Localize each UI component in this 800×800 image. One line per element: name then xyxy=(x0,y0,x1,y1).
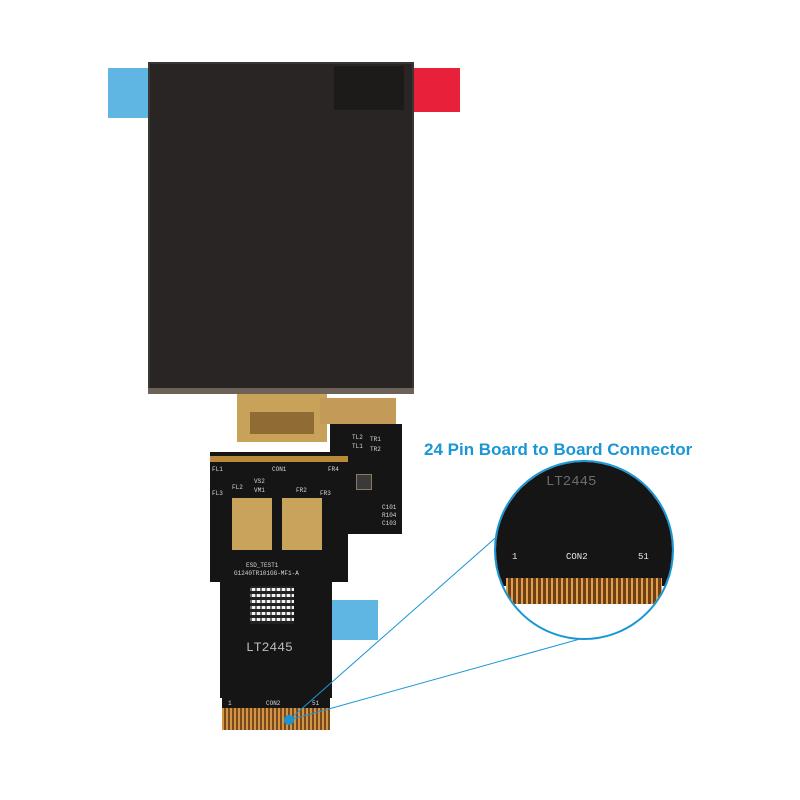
silk-c103: C103 xyxy=(382,520,397,527)
silk-esd-test: ESD_TEST1 xyxy=(246,562,279,569)
connector-highlight-dot xyxy=(284,715,294,725)
zoom-con2: CON2 xyxy=(566,552,588,562)
panel-bottom-edge xyxy=(148,388,414,394)
fpc-gold-edge xyxy=(210,456,348,462)
lcd-display-panel xyxy=(148,62,414,394)
silk-tl2: TL2 xyxy=(352,434,363,441)
silk-tl1: TL1 xyxy=(352,443,363,450)
zoom-connector-rim xyxy=(496,566,672,578)
connector-rim xyxy=(222,698,330,708)
silk-fr3: FR3 xyxy=(320,490,331,497)
silk-fl2: FL2 xyxy=(232,484,243,491)
leader-line-lower xyxy=(288,633,599,721)
silk-vs2: VS2 xyxy=(254,478,265,485)
ic-footprint-right xyxy=(282,498,322,550)
silk-c101: C101 xyxy=(382,504,397,511)
silk-pin1: 1 xyxy=(228,700,232,707)
panel-flex-cable-inner xyxy=(250,412,314,434)
silk-part-number: G1240TR101GG-MF1-A xyxy=(234,570,299,577)
silk-fl3: FL3 xyxy=(212,490,223,497)
data-matrix-code xyxy=(250,586,294,624)
silk-vm1: VM1 xyxy=(254,487,265,494)
silk-con1: CON1 xyxy=(272,466,287,473)
silk-fl1: FL1 xyxy=(212,466,223,473)
panel-corner-label xyxy=(334,66,404,110)
silk-pin51: 51 xyxy=(312,700,320,707)
silk-tr2: TR2 xyxy=(370,446,381,453)
zoom-pin51: 51 xyxy=(638,552,649,562)
ic-footprint-left xyxy=(232,498,272,550)
silk-fr2: FR2 xyxy=(296,487,307,494)
smd-chip xyxy=(356,474,372,490)
protective-film-tab-blue xyxy=(108,68,152,118)
silk-tr1: TR1 xyxy=(370,436,381,443)
touch-flex-cable xyxy=(320,398,396,424)
silk-r104: R104 xyxy=(382,512,397,519)
zoom-connector-pins xyxy=(506,578,662,604)
zoom-lot-code: LT2445 xyxy=(546,474,597,490)
silk-con2: CON2 xyxy=(266,700,281,707)
zoom-pin1: 1 xyxy=(512,552,518,562)
silk-fr4: FR4 xyxy=(328,466,339,473)
zoom-magnifier: LT2445 1 CON2 51 xyxy=(494,460,674,640)
callout-title: 24 Pin Board to Board Connector xyxy=(424,440,693,459)
board-to-board-connector xyxy=(222,708,330,730)
zoom-fpc xyxy=(496,462,672,586)
silk-lot-code: LT2445 xyxy=(246,640,293,655)
